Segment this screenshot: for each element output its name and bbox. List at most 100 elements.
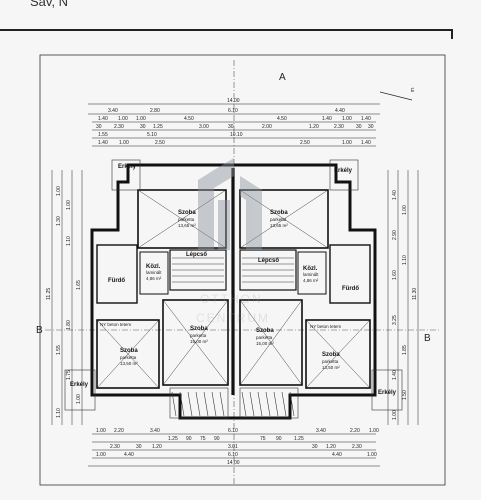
room-name: Szoba — [120, 348, 138, 354]
dim-top-r1-c: 6.10 — [228, 108, 238, 114]
ny-note-left: NY beton tetem — [100, 322, 131, 327]
dim-bottom-r2-b: 90 — [186, 436, 192, 442]
dim-left-d: 1.10 — [66, 236, 72, 246]
room-name: Szoba — [178, 210, 196, 216]
watermark-logo: OTTHON CENTRUM — [196, 158, 270, 325]
dim-top-r2-e: 4.50 — [277, 116, 287, 122]
room-name: Szoba — [322, 352, 340, 358]
dim-top-r2-f: 1.40 — [322, 116, 332, 122]
dim-bottom-r3-f: 1.20 — [326, 444, 336, 450]
dim-top-overall: 14.00 — [227, 98, 240, 104]
room-name: Lépcső — [258, 258, 279, 264]
dim-left-k: 1.10 — [56, 408, 62, 418]
north-arrow-icon: É — [379, 87, 415, 101]
room-floor: parketta — [120, 355, 137, 360]
dim-left-e: 11.25 — [46, 288, 52, 300]
dim-bottom-r2-c: 75 — [200, 436, 206, 442]
right-dimensions: 1.40 1.00 2.90 1.10 1.60 11.30 3.25 1.85… — [387, 170, 419, 425]
room-name: Erkély — [118, 164, 137, 170]
dim-top-r5-e: 1.00 — [342, 140, 352, 146]
section-b-right-label: B — [424, 333, 431, 344]
dim-top-r3-b: 2.30 — [114, 124, 124, 130]
dim-top-r4-c: 10.10 — [230, 132, 243, 138]
dim-bottom-r3-c: 1.20 — [152, 444, 162, 450]
room-area: 4,86 m² — [146, 276, 162, 281]
dim-left-g: 1.80 — [66, 320, 72, 330]
room-floor: parketta — [270, 217, 287, 222]
dim-left-c: 1.00 — [66, 200, 72, 210]
room-name: Közl. — [146, 264, 161, 270]
dim-right-i: 1.40 — [392, 370, 398, 380]
dim-top-r4-a: 1.55 — [98, 132, 108, 138]
room-name: Szoba — [270, 210, 288, 216]
room-area: 13,50 m² — [120, 361, 138, 366]
dim-bottom-r4-c: 6.10 — [228, 452, 238, 458]
dim-bottom-overall: 14.00 — [227, 460, 240, 466]
dim-right-a: 1.40 — [392, 190, 398, 200]
room-area: 15,00 m² — [256, 341, 274, 346]
dim-left-a: 1.00 — [56, 186, 62, 196]
dim-right-g: 3.25 — [392, 315, 398, 325]
dim-top-r3-f: 30 — [228, 124, 234, 130]
building-outline — [90, 163, 377, 420]
sheet-frame — [39, 54, 446, 486]
dim-top-r3-a: 30 — [96, 124, 102, 130]
dim-top-r3-d: 1.25 — [153, 124, 163, 130]
dim-bottom-r3-a: 2.30 — [110, 444, 120, 450]
dim-top-r4-b: 5.10 — [147, 132, 157, 138]
room-name: Erkély — [378, 390, 397, 396]
room-name: Közl. — [303, 266, 318, 272]
dim-top-r5-a: 1.40 — [98, 140, 108, 146]
dim-bottom-r4-d: 4.40 — [332, 452, 342, 458]
dim-bottom-r3-g: 2.30 — [352, 444, 362, 450]
room-area: 4,86 m² — [303, 278, 319, 283]
dim-right-j: 1.50 — [402, 390, 408, 400]
dim-bottom-r1-c: 3.40 — [150, 428, 160, 434]
dim-right-b: 1.00 — [402, 205, 408, 215]
dim-bottom-r3-e: 30 — [312, 444, 318, 450]
dim-top-r5-c: 2.50 — [155, 140, 165, 146]
room-name: Szoba — [190, 326, 208, 332]
dim-bottom-r3-b: 30 — [136, 444, 142, 450]
dim-right-f: 11.30 — [412, 288, 418, 300]
dim-top-r5-b: 1.00 — [119, 140, 129, 146]
dim-bottom-r1-e: 3.40 — [316, 428, 326, 434]
room-name: Fürdő — [342, 286, 359, 292]
dim-bottom-r4-e: 1.00 — [367, 452, 377, 458]
dim-top-r3-j: 30 — [356, 124, 362, 130]
dim-top-r3-k: 30 — [368, 124, 374, 130]
dim-top-r3-c: 30 — [140, 124, 146, 130]
dim-bottom-r2-a: 1.25 — [168, 436, 178, 442]
room-area: 13,50 m² — [322, 365, 340, 370]
section-a-label: A — [279, 72, 286, 83]
room-area: 13,65 m² — [270, 223, 288, 228]
dim-right-c: 2.90 — [392, 230, 398, 240]
dim-bottom-r1-d: 6.10 — [228, 428, 238, 434]
dim-left-j: 1.00 — [76, 394, 82, 404]
dim-left-b: 1.30 — [56, 216, 62, 226]
dim-right-e: 1.60 — [392, 270, 398, 280]
dim-right-h: 1.85 — [402, 345, 408, 355]
room-name: Erkély — [334, 168, 353, 174]
watermark-line2: CENTRUM — [196, 311, 270, 325]
room-area: 13,65 m² — [178, 223, 196, 228]
right-rule — [451, 29, 453, 39]
dim-top-r2-g: 1.00 — [342, 116, 352, 122]
ny-note-right: NY beton tetem — [310, 324, 341, 329]
room-floor: parketta — [322, 359, 339, 364]
room-name: Fürdő — [108, 278, 125, 284]
dim-bottom-r2-f: 90 — [276, 436, 282, 442]
dim-right-d: 1.10 — [402, 255, 408, 265]
bottom-dimensions: 1.00 2.20 3.40 6.10 3.40 2.20 1.00 1.25 … — [88, 428, 380, 467]
dim-left-h: 1.55 — [56, 345, 62, 355]
room-floor: parketta — [256, 335, 273, 340]
dim-right-k: 1.00 — [392, 410, 398, 420]
dim-bottom-r1-b: 2.20 — [114, 428, 124, 434]
dim-top-r1-d: 4.40 — [335, 108, 345, 114]
dim-bottom-r4-a: 1.00 — [96, 452, 106, 458]
dim-top-r2-b: 1.00 — [118, 116, 128, 122]
dim-bottom-r1-f: 2.20 — [350, 428, 360, 434]
room-name: Lépcső — [186, 252, 207, 258]
